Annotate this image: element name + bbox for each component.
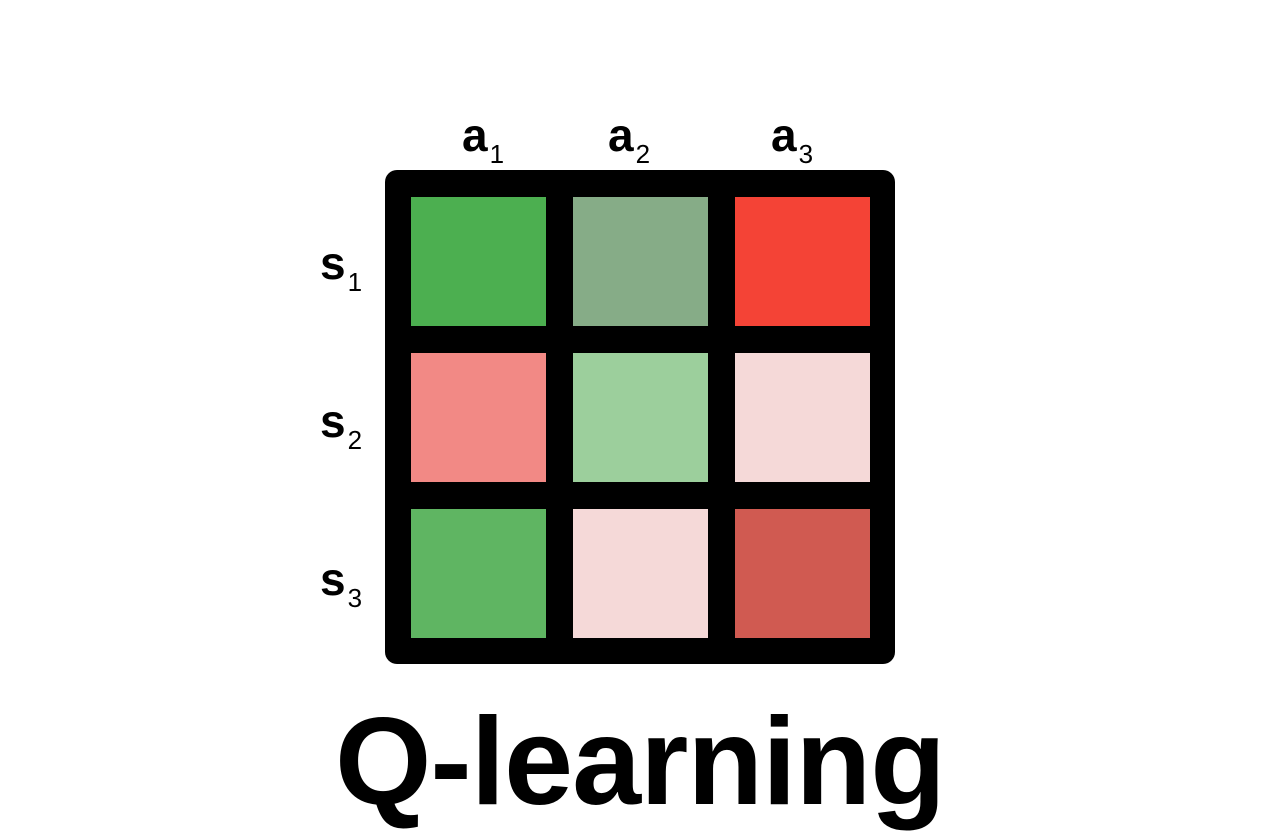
q-cell-s2-a3 (735, 353, 870, 482)
row-label-base: s (320, 553, 346, 605)
row-label-s3: s3 (320, 556, 362, 611)
q-cell-s2-a2 (573, 353, 708, 482)
column-label-subscript: 2 (635, 139, 651, 169)
row-label-base: s (320, 395, 346, 447)
row-label-subscript: 3 (347, 583, 363, 613)
column-label-subscript: 3 (798, 139, 814, 169)
row-label-base: s (320, 237, 346, 289)
q-cell-s2-a1 (411, 353, 546, 482)
q-cell-s3-a3 (735, 509, 870, 638)
row-label-s1: s1 (320, 240, 362, 295)
q-table-grid (385, 170, 895, 664)
q-cell-s1-a1 (411, 197, 546, 326)
q-cell-s3-a2 (573, 509, 708, 638)
row-label-s2: s2 (320, 398, 362, 453)
column-label-a3: a3 (771, 112, 813, 167)
q-cell-s3-a1 (411, 509, 546, 638)
q-cell-s1-a3 (735, 197, 870, 326)
column-label-base: a (462, 109, 488, 161)
column-label-base: a (771, 109, 797, 161)
column-label-subscript: 1 (489, 139, 505, 169)
diagram-title: Q-learning (334, 693, 946, 831)
row-label-subscript: 2 (347, 425, 363, 455)
column-label-a2: a2 (608, 112, 650, 167)
column-label-a1: a1 (462, 112, 504, 167)
column-label-base: a (608, 109, 634, 161)
row-label-subscript: 1 (347, 267, 363, 297)
q-cell-s1-a2 (573, 197, 708, 326)
